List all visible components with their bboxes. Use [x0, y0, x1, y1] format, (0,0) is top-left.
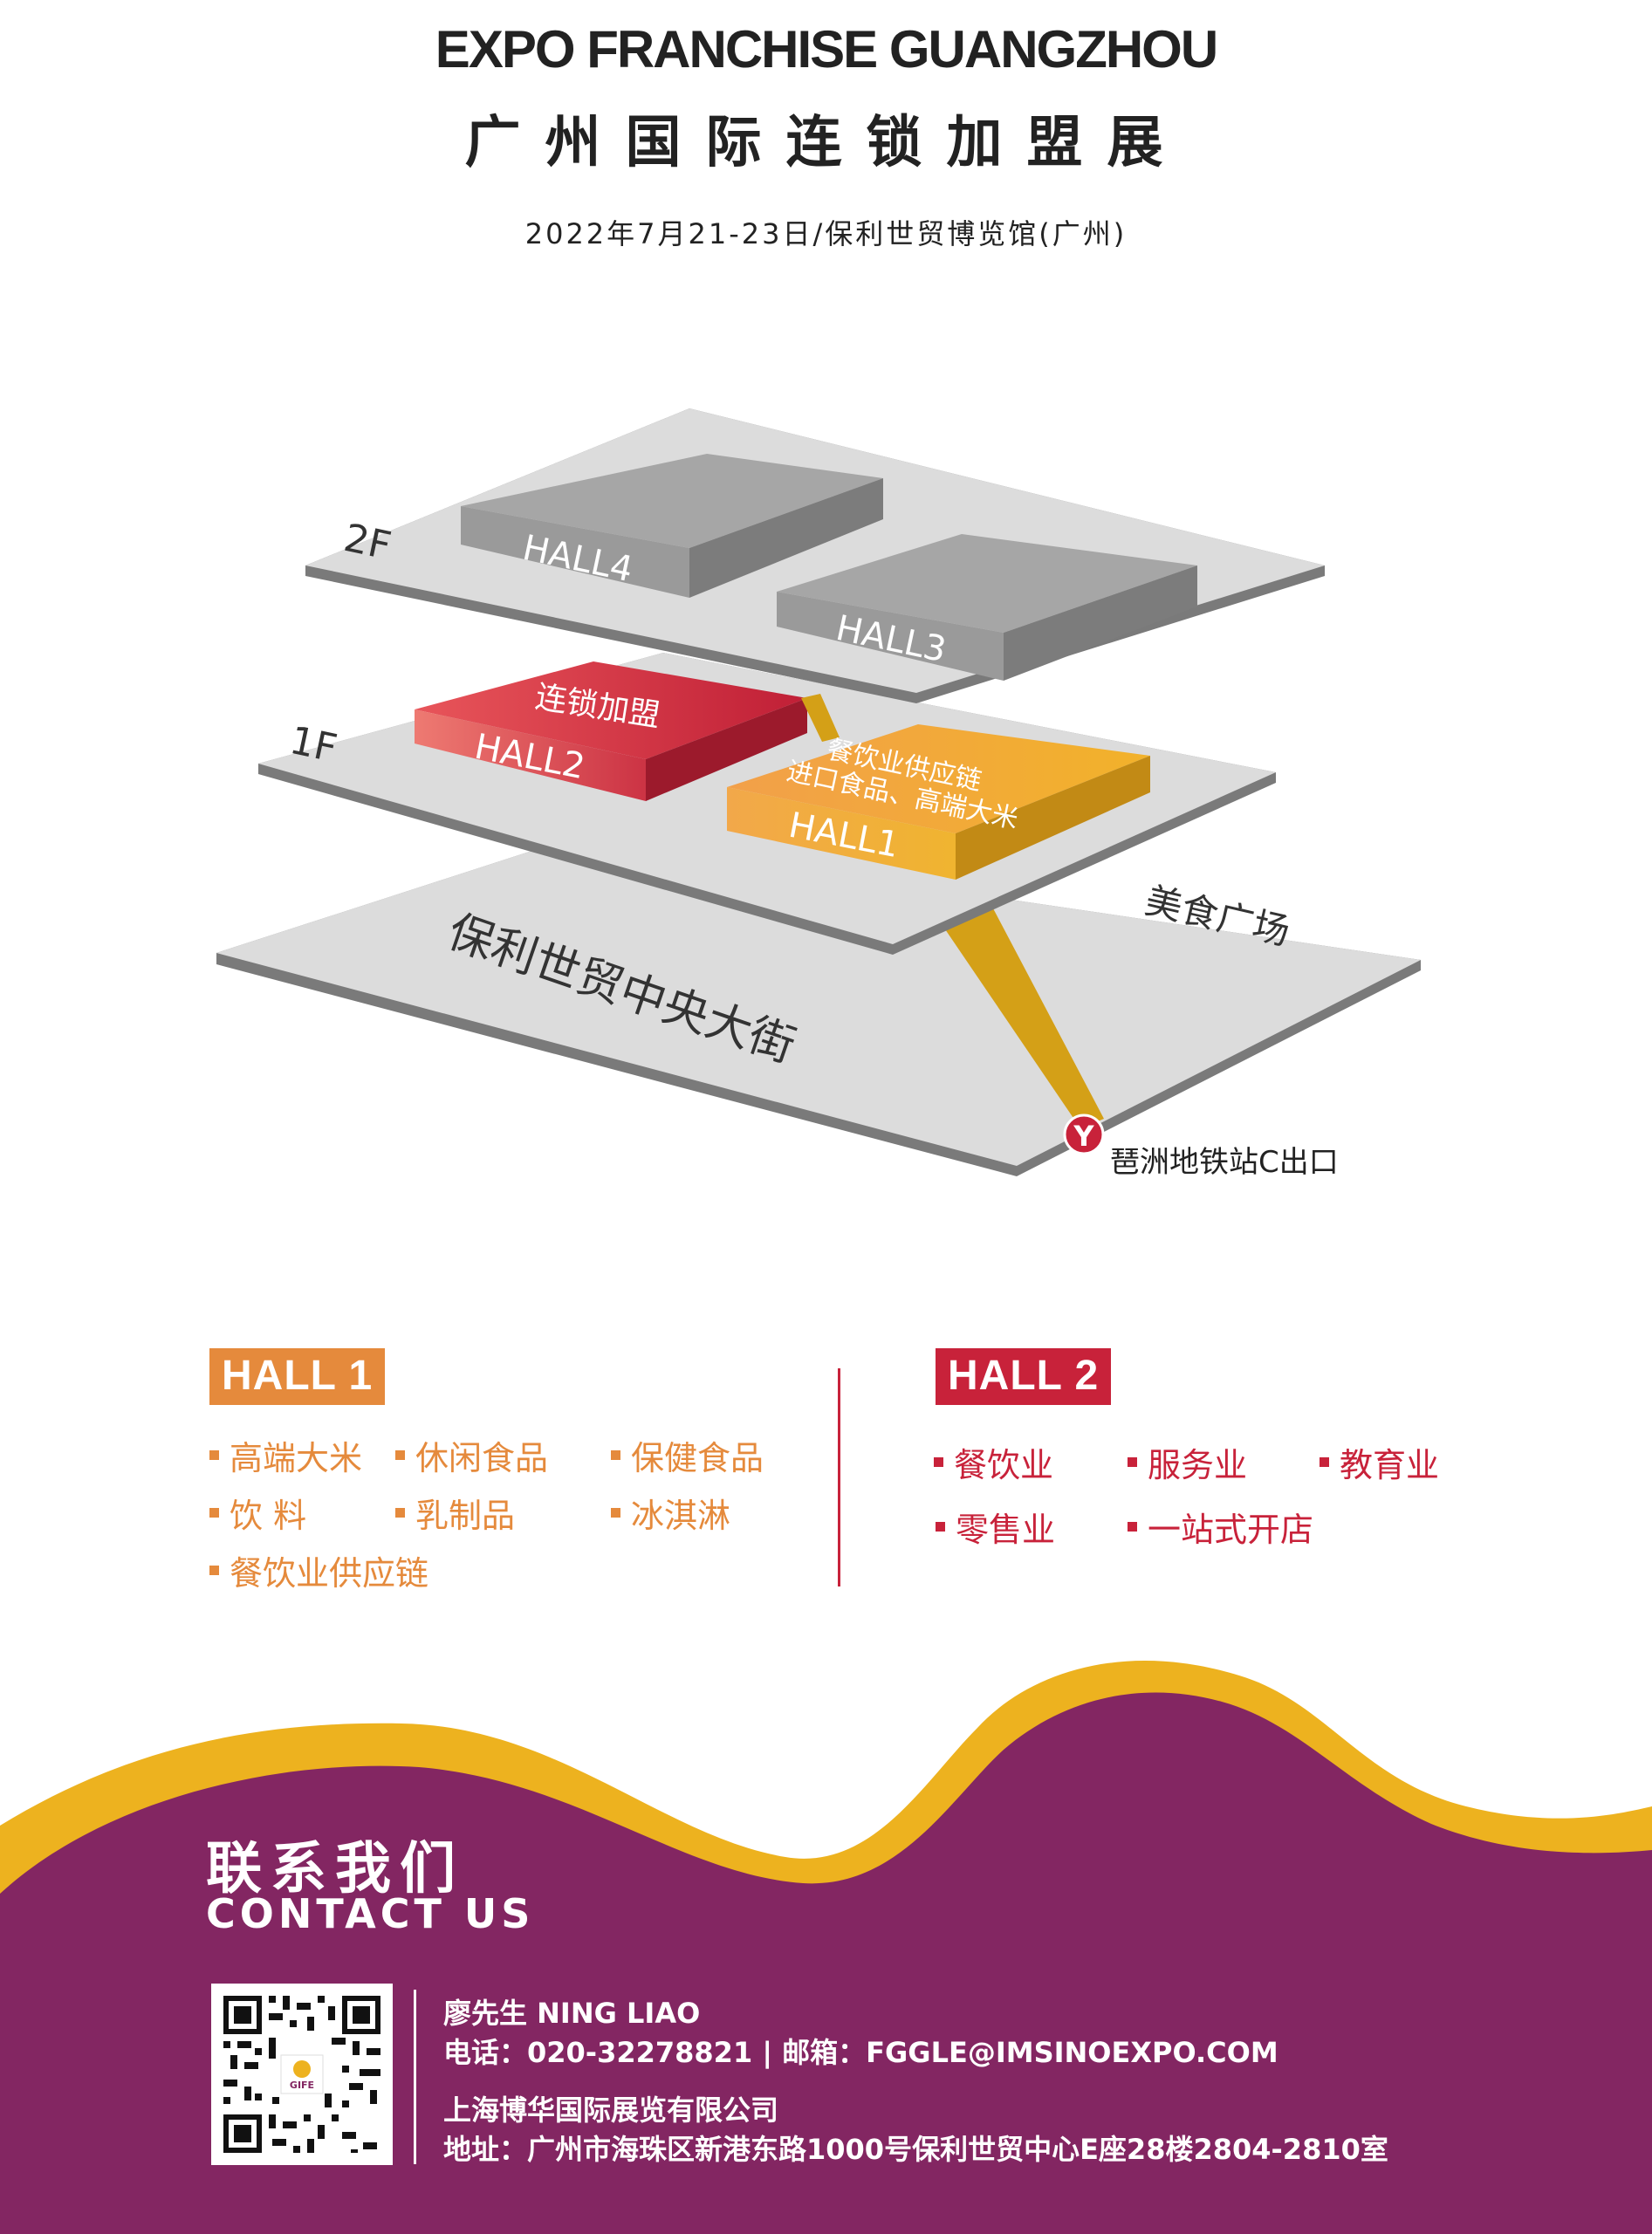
escalator-lower — [927, 892, 1104, 1128]
contact-address: 地址：广州市海珠区新港东路1000号保利世贸中心E座28楼2804-2810室 — [443, 2133, 1388, 2166]
hall1-item: 餐饮业供应链 — [209, 1546, 428, 1594]
hall2-badge: HALL 2 — [936, 1348, 1112, 1405]
contact-name: 廖先生 NING LIAO — [443, 1997, 701, 2030]
svg-text:Y: Y — [1073, 1120, 1094, 1153]
hall2-block — [415, 661, 807, 801]
hall1-item: 饮 料 — [209, 1489, 306, 1537]
hall1-item: 保健食品 — [611, 1431, 764, 1479]
hall1-badge: HALL 1 — [209, 1348, 386, 1405]
hall1-block — [727, 724, 1150, 880]
floor-2f — [305, 408, 1325, 703]
title-cn: 广州国际连锁加盟展 — [464, 111, 1188, 175]
ground-floor — [216, 836, 1421, 1176]
hall3-block — [777, 534, 1197, 681]
contact-heading-en: CONTACT US — [206, 1890, 535, 1937]
metro-exit-label: 琶洲地铁站C出口 — [1110, 1145, 1339, 1180]
title-en: EXPO FRANCHISE GUANGZHOU — [435, 20, 1218, 79]
hall2-item: 一站式开店 — [1128, 1503, 1313, 1551]
hall1-item: 休闲食品 — [395, 1431, 548, 1479]
date-venue: 2022年7月21-23日/保利世贸博览馆(广州) — [524, 217, 1128, 250]
footer-wave — [0, 1661, 1652, 2234]
floor-map: 保利世贸中央大街 美食广场 Y 琶洲地铁站C出口 1F — [216, 408, 1421, 1180]
contact-divider — [414, 1990, 416, 2164]
svg-text:GIFE: GIFE — [290, 2080, 314, 2091]
qr-code: GIFE — [211, 1984, 393, 2165]
hall1-item: 乳制品 — [395, 1489, 515, 1537]
contact-phone-email: 电话：020-32278821 | 邮箱：FGGLE@IMSINOEXPO.CO… — [443, 2036, 1278, 2069]
hall2-item: 零售业 — [936, 1503, 1055, 1551]
hall4-block — [461, 454, 883, 598]
floor-2f-label: 2F — [340, 516, 395, 569]
escalator-upper — [801, 694, 840, 742]
floor-1f-label: 1F — [286, 718, 341, 771]
metro-icon: Y — [1063, 1114, 1105, 1155]
hall2-item: 教育业 — [1320, 1438, 1439, 1486]
contact-heading-cn: 联系我们 — [206, 1837, 464, 1902]
hall2-item: 服务业 — [1128, 1438, 1247, 1486]
hall1-item: 冰淇淋 — [611, 1489, 730, 1537]
hall1-item: 高端大米 — [209, 1431, 362, 1479]
contact-company: 上海博华国际展览有限公司 — [443, 2094, 779, 2127]
hall2-item: 餐饮业 — [934, 1438, 1053, 1486]
section-divider — [838, 1368, 840, 1586]
